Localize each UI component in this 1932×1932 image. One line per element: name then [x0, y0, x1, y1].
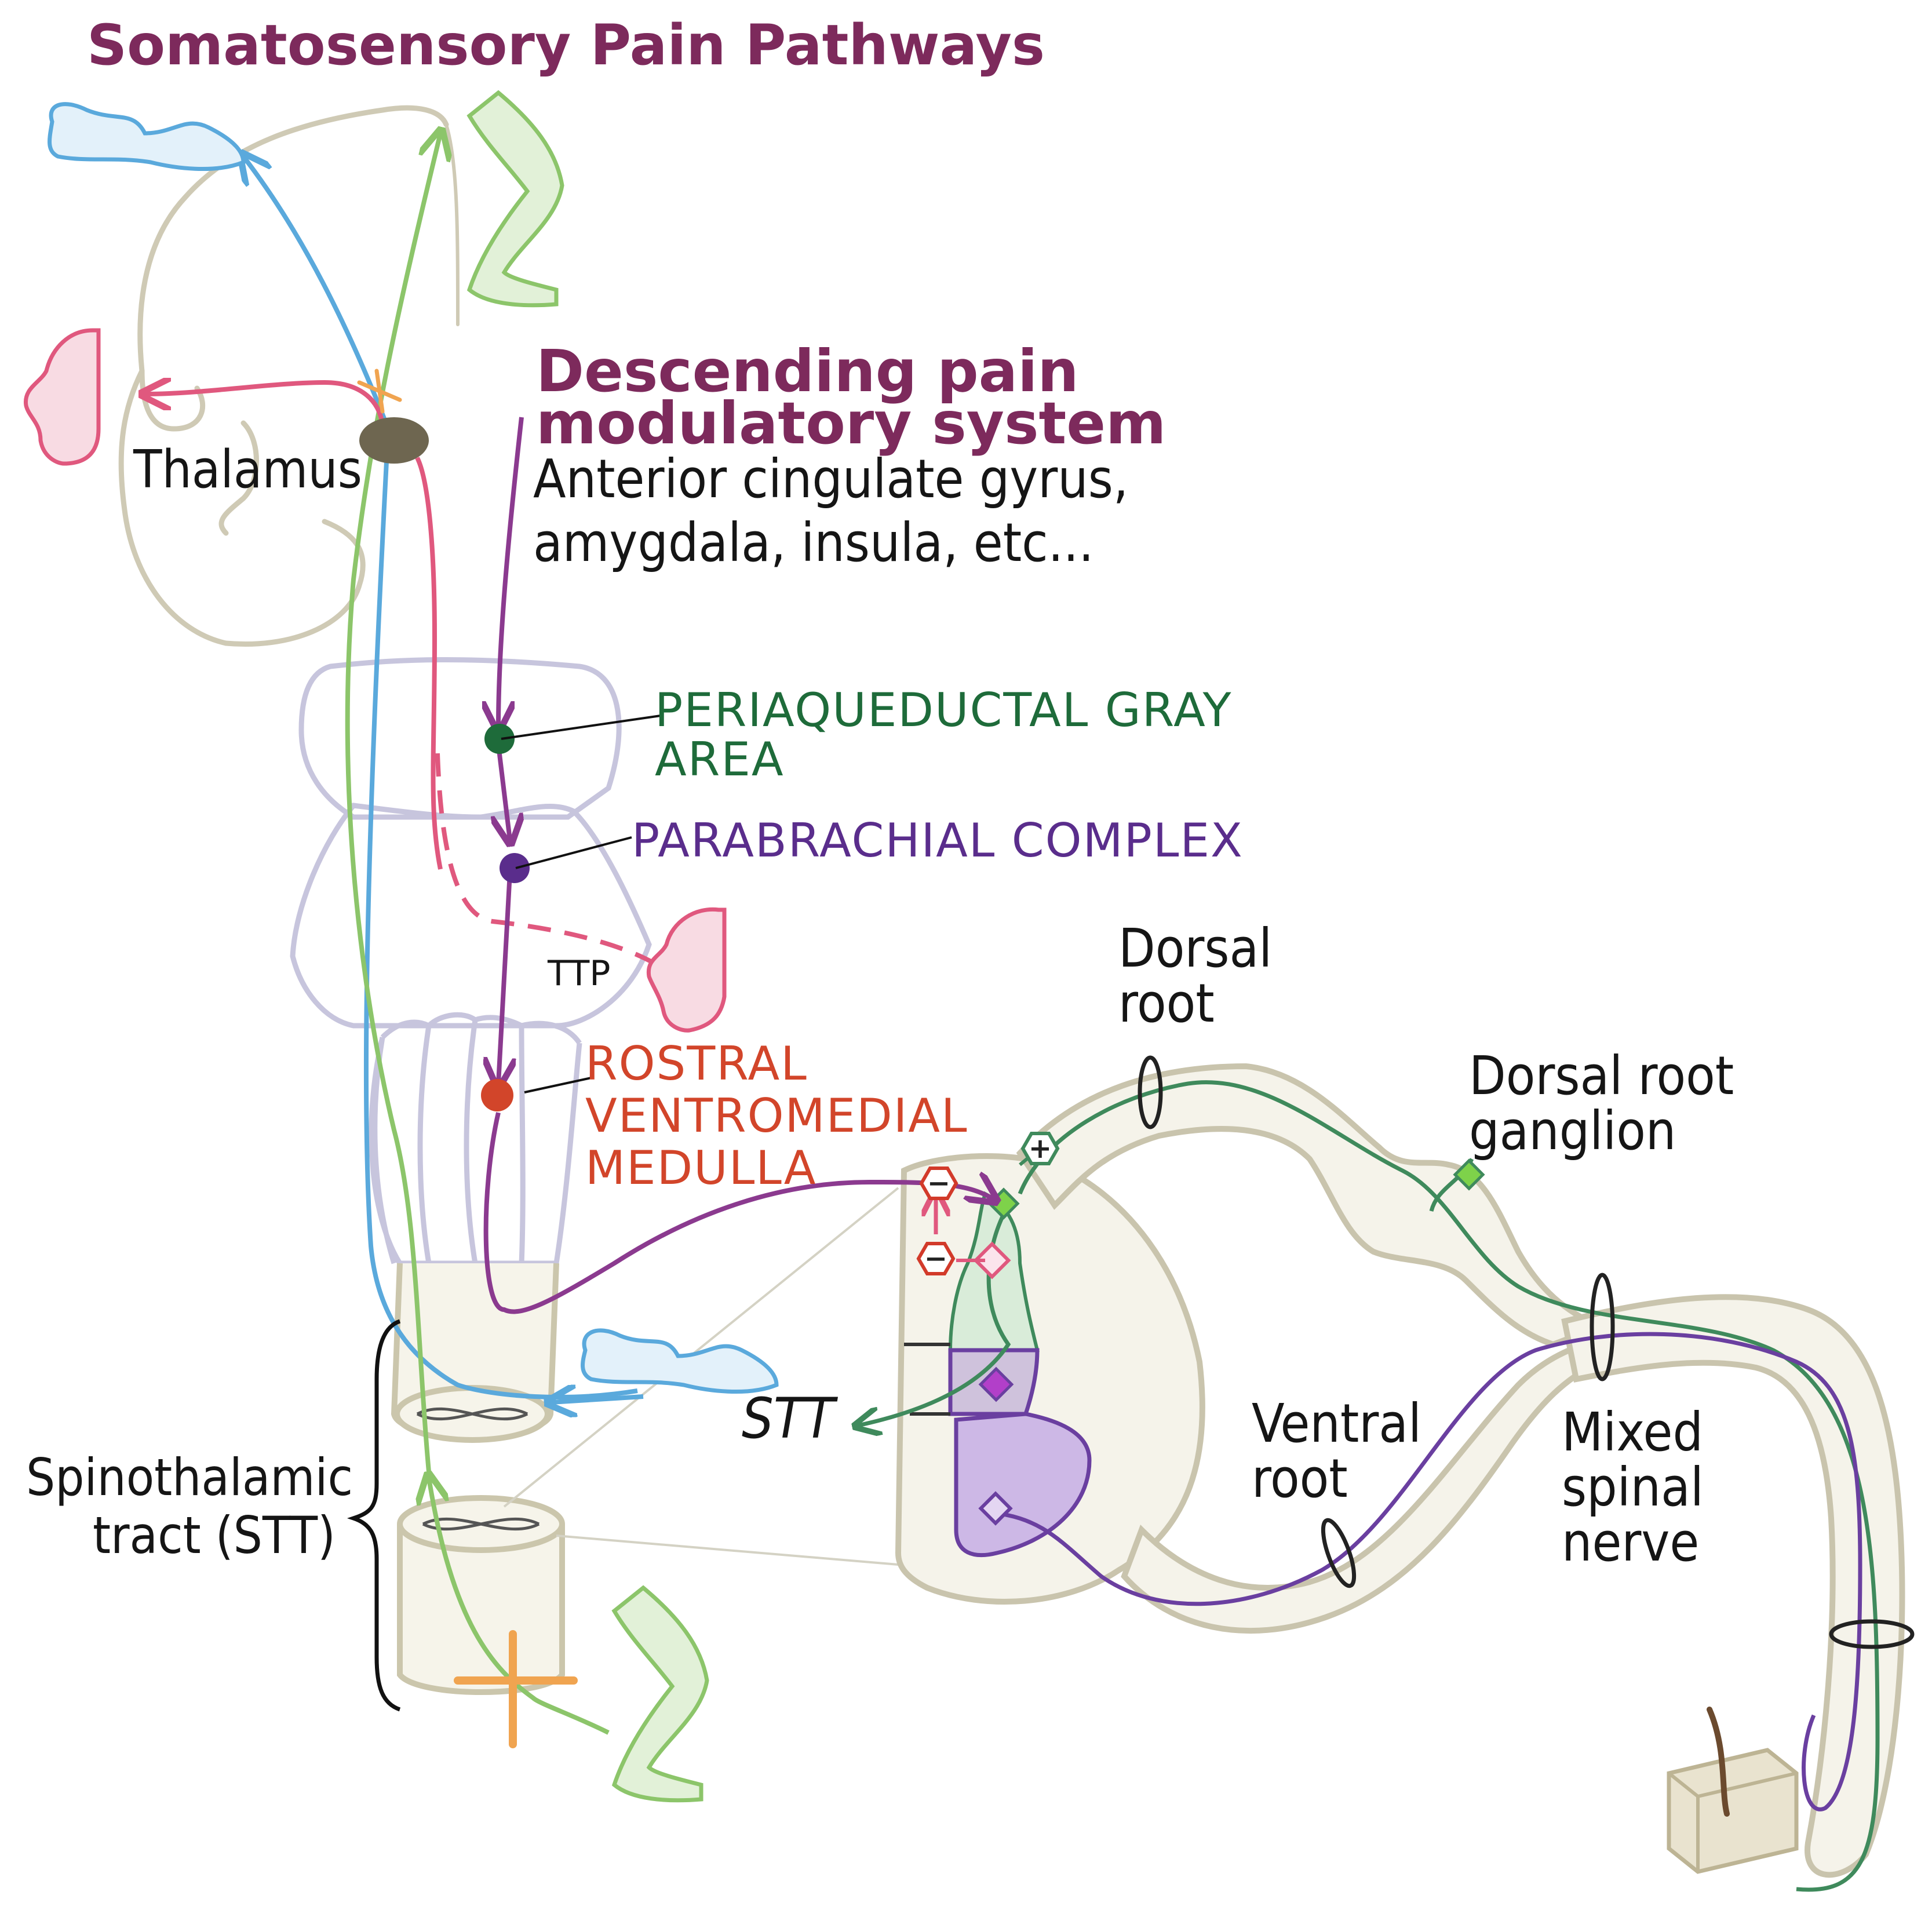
rvm-node: [481, 1079, 513, 1111]
nerve-rings: [1138, 1055, 1915, 1649]
rvm-label-line3: MEDULLA: [585, 1141, 817, 1195]
cord-segment-upper: [391, 1263, 559, 1443]
stt-full-label-line1: Spinothalamic: [26, 1448, 353, 1507]
pag-label-line1: PERIAQUEDUCTAL GRAY: [655, 683, 1233, 737]
descending-heading-line1: Descending pain: [536, 337, 1079, 405]
dorsal-root-label-line2: root: [1118, 972, 1215, 1034]
mixed-spinal-nerve: [1561, 1294, 1905, 1878]
descending-path-cord: [483, 1112, 994, 1314]
orange-cross-thalamus: [357, 369, 402, 414]
ventral-horn: [954, 1412, 1092, 1558]
pink-trigeminal-dashed: [435, 753, 653, 964]
stt-full-label-line2: tract (STT): [93, 1505, 336, 1565]
mixed-nerve-label-line2: spinal: [1562, 1456, 1704, 1518]
ventral-root-label-line2: root: [1252, 1448, 1348, 1510]
plus-hexagon: +: [1020, 1132, 1060, 1165]
descending-path-low: [498, 872, 510, 1084]
minus-symbol-upper: −: [927, 1167, 950, 1200]
minus-hexagon-lower: −: [916, 1242, 956, 1275]
rvm-label-line1: ROSTRAL: [585, 1037, 808, 1091]
parabrachial-label: PARABRACHIAL COMPLEX: [632, 814, 1244, 867]
green-ascending-path: [345, 133, 440, 1472]
grey-matter-boundary: [904, 1343, 950, 1416]
dorsal-root-label-line1: Dorsal: [1118, 917, 1273, 979]
pag-label-line2: AREA: [655, 732, 785, 786]
page-title: Somatosensory Pain Pathways: [87, 13, 1045, 78]
leg-icon-bottom: [611, 1585, 709, 1803]
arm-icon-bottom: [581, 1328, 779, 1394]
descending-path-mid: [498, 744, 510, 840]
descending-regions-line1: Anterior cingulate gyrus,: [533, 448, 1129, 510]
mixed-nerve-label-line3: nerve: [1562, 1511, 1700, 1573]
stt-brace: [347, 1319, 401, 1712]
face-icon-brainstem: [646, 907, 727, 1033]
brain-outline: [118, 105, 460, 647]
orange-cross-cord: [454, 1630, 578, 1748]
minus-symbol-lower: −: [924, 1242, 947, 1275]
stt-neuron: [978, 1366, 1014, 1402]
stt-label: STT: [742, 1386, 835, 1451]
motor-neuron: [978, 1491, 1013, 1526]
blue-input-arrow: [551, 1397, 644, 1402]
rvm-label-line2: VENTROMEDIAL: [585, 1089, 968, 1143]
arm-icon-top: [48, 102, 246, 171]
thalamus-label: Thalamus: [133, 439, 362, 500]
descending-path-top: [498, 417, 524, 727]
minus-hexagon-upper: −: [919, 1167, 958, 1200]
zoom-guide-lines: [503, 1187, 899, 1566]
descending-heading-line2: modulatory system: [536, 389, 1167, 457]
blue-ascending-path: [243, 156, 638, 1399]
thalamus-node: [359, 417, 429, 464]
pink-trigeminal-path: [415, 457, 443, 870]
interneuron: [973, 1241, 1011, 1280]
pink-ascending-path: [145, 382, 385, 429]
afferent-fiber: [1018, 1080, 1880, 1892]
motor-fiber: [990, 1332, 1862, 1811]
nucleus-leader-lines: [501, 715, 661, 1093]
cord-segment-lower: [397, 1495, 565, 1695]
drg-cell: [1453, 1158, 1485, 1191]
drg-label-line2: ganglion: [1469, 1100, 1676, 1162]
parabrachial-node: [500, 853, 530, 883]
ventral-root-label-line1: Ventral: [1252, 1393, 1422, 1455]
ttp-label: TTP: [548, 953, 611, 994]
drg-label-line1: Dorsal root: [1469, 1045, 1734, 1107]
pag-node: [484, 724, 515, 754]
descending-regions-line2: amygdala, insula, etc...: [533, 512, 1094, 574]
mixed-nerve-label-line1: Mixed: [1562, 1401, 1704, 1463]
face-icon-left: [24, 328, 101, 466]
leg-icon-top: [466, 90, 564, 308]
plus-symbol: +: [1029, 1132, 1052, 1165]
skin-receptor-box: [1667, 1707, 1799, 1874]
